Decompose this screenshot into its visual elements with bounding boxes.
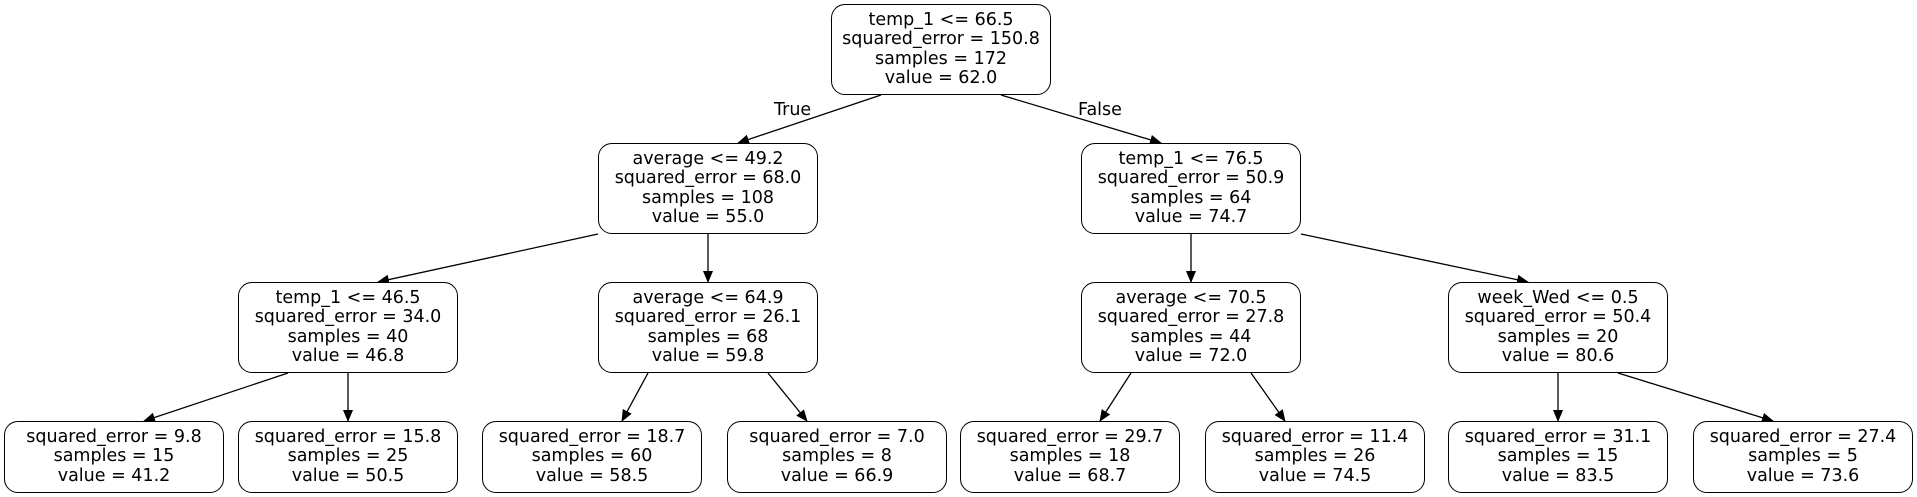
node-text-line: temp_1 <= 66.5 bbox=[868, 9, 1014, 30]
node-text-line: samples = 60 bbox=[531, 446, 653, 467]
edge-label-true: True bbox=[774, 100, 812, 120]
node-text-line: samples = 15 bbox=[1497, 446, 1619, 467]
edge-arrow bbox=[767, 372, 808, 422]
edge-arrow bbox=[1099, 372, 1132, 422]
edge-arrow bbox=[1300, 233, 1529, 285]
node-text-line: samples = 68 bbox=[647, 326, 769, 347]
node-text-line: value = 55.0 bbox=[651, 207, 765, 227]
edge-arrow bbox=[143, 372, 289, 423]
node-text-line: samples = 15 bbox=[53, 446, 175, 467]
node-text-line: value = 72.0 bbox=[1134, 346, 1248, 366]
edge-arrow bbox=[377, 233, 599, 285]
node-text-line: week_Wed <= 0.5 bbox=[1477, 287, 1639, 308]
node-text-line: samples = 8 bbox=[782, 446, 892, 467]
node-text-line: average <= 64.9 bbox=[632, 287, 784, 308]
node-text-line: value = 83.5 bbox=[1501, 465, 1615, 486]
node-text-line: squared_error = 26.1 bbox=[614, 307, 802, 327]
node-text-line: squared_error = 11.4 bbox=[1221, 426, 1409, 447]
edge-arrow bbox=[1617, 372, 1774, 423]
node-text-line: value = 73.6 bbox=[1746, 465, 1860, 486]
node-text-line: value = 80.6 bbox=[1501, 346, 1615, 366]
node-text-line: value = 66.9 bbox=[780, 465, 894, 486]
node-text-line: temp_1 <= 76.5 bbox=[1118, 148, 1264, 169]
node-text-line: squared_error = 50.9 bbox=[1097, 168, 1285, 188]
node-text-line: squared_error = 15.8 bbox=[254, 426, 442, 447]
node-text-line: squared_error = 34.0 bbox=[254, 307, 442, 327]
node-text-line: squared_error = 27.8 bbox=[1097, 307, 1285, 327]
node-text-line: samples = 26 bbox=[1254, 446, 1376, 467]
node-text-line: samples = 172 bbox=[875, 48, 1007, 69]
node-text-line: value = 74.5 bbox=[1258, 465, 1372, 486]
node-text-line: squared_error = 68.0 bbox=[614, 168, 802, 188]
node-text-line: value = 46.8 bbox=[291, 346, 405, 366]
node-text-line: value = 58.5 bbox=[535, 465, 649, 486]
node-text-line: value = 74.7 bbox=[1134, 207, 1248, 227]
node-text-line: squared_error = 31.1 bbox=[1464, 426, 1652, 447]
node-text-line: value = 62.0 bbox=[884, 68, 998, 88]
node-text-line: samples = 44 bbox=[1130, 326, 1252, 347]
edge-arrow bbox=[621, 372, 649, 422]
node-text-line: samples = 20 bbox=[1497, 326, 1619, 347]
node-text-line: value = 59.8 bbox=[651, 346, 765, 366]
node-text-line: temp_1 <= 46.5 bbox=[275, 287, 421, 308]
node-text-line: samples = 25 bbox=[287, 446, 409, 467]
node-text-line: average <= 49.2 bbox=[632, 148, 784, 169]
edge-arrow bbox=[1250, 372, 1286, 422]
node-text-line: squared_error = 150.8 bbox=[842, 29, 1040, 49]
node-text-line: samples = 108 bbox=[642, 187, 774, 208]
node-text-line: value = 50.5 bbox=[291, 465, 405, 486]
node-text-line: value = 41.2 bbox=[57, 465, 171, 486]
edge-arrow bbox=[1000, 94, 1162, 145]
node-text-line: squared_error = 7.0 bbox=[749, 426, 925, 447]
node-text-line: samples = 40 bbox=[287, 326, 409, 347]
node-text-line: squared_error = 50.4 bbox=[1464, 307, 1652, 327]
node-text-line: squared_error = 29.7 bbox=[976, 426, 1164, 447]
edge-label-false: False bbox=[1078, 100, 1122, 120]
node-text-line: samples = 5 bbox=[1748, 446, 1858, 467]
node-text-line: squared_error = 27.4 bbox=[1709, 426, 1897, 447]
edge-arrow bbox=[737, 94, 882, 145]
node-text-line: average <= 70.5 bbox=[1115, 287, 1267, 308]
node-text-line: squared_error = 9.8 bbox=[26, 426, 202, 447]
node-text-line: samples = 18 bbox=[1009, 446, 1131, 467]
node-text-line: samples = 64 bbox=[1130, 187, 1252, 208]
node-text-line: value = 68.7 bbox=[1013, 465, 1127, 486]
node-text-line: squared_error = 18.7 bbox=[498, 426, 686, 447]
